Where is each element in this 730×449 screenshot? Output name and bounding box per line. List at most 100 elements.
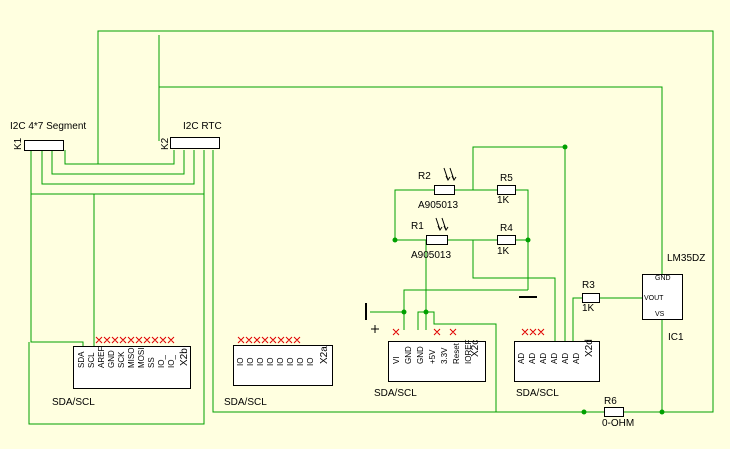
junction-dot xyxy=(401,309,407,315)
resistor-r5[interactable] xyxy=(497,185,516,195)
junction-dot xyxy=(525,237,531,243)
resistor-r6[interactable] xyxy=(604,407,624,417)
x2a-pin-label: IO xyxy=(296,357,305,366)
r6-value: 0-OHM xyxy=(602,418,635,429)
x2d-ref: X2d xyxy=(584,339,595,357)
wire-5v xyxy=(417,311,497,412)
x2a-pin-label: IO xyxy=(256,357,265,366)
r5-value: 1K xyxy=(497,195,510,206)
x2b-pin-label: SDA xyxy=(77,351,86,368)
x2b-pin-label: GND xyxy=(107,350,116,368)
x2c-pin-label: GND xyxy=(416,346,425,364)
wire-k2-top xyxy=(158,35,663,276)
r6-ref: R6 xyxy=(604,396,617,407)
wire-seg-to-rtc xyxy=(64,150,175,165)
wire-seg-c xyxy=(30,150,205,195)
r2-value: A905013 xyxy=(418,200,459,211)
x2a-pin-label: IO xyxy=(276,357,285,366)
x2b-body[interactable] xyxy=(73,346,191,389)
light-arrow-icon xyxy=(435,217,449,231)
wire-left-bottom xyxy=(28,150,205,425)
r3-ref: R3 xyxy=(582,280,595,291)
wire-top-loop xyxy=(97,30,714,413)
x2b-pin-label: SS xyxy=(147,357,156,368)
wire-r3 xyxy=(572,297,582,346)
nc-mark xyxy=(521,328,545,336)
seg-header[interactable] xyxy=(24,140,64,151)
seg-ref: K1 xyxy=(13,137,24,150)
x2c-caption: SDA/SCL xyxy=(374,388,417,399)
x2a-caption: SDA/SCL xyxy=(224,397,267,408)
x2b-pin-label: IO_ xyxy=(157,355,166,368)
ldr-arrows xyxy=(435,167,457,231)
x2a-pin-label: IO xyxy=(246,357,255,366)
x2d-pin-label: AD xyxy=(561,352,570,364)
r4-ref: R4 xyxy=(500,223,513,234)
x2b-pin-label: IO_ xyxy=(167,355,176,368)
x2a-pin-label: IO xyxy=(286,357,295,366)
rtc-header[interactable] xyxy=(170,137,220,149)
resistor-r3[interactable] xyxy=(582,293,600,303)
x2a-pin-label: IO xyxy=(306,357,315,366)
nc-mark xyxy=(237,336,301,344)
x2b-pin-label: MOSI xyxy=(137,347,146,368)
nc-mark xyxy=(95,336,175,344)
r4-value: 1K xyxy=(497,246,510,257)
x2d-pin-label: AD xyxy=(528,352,537,364)
ic1-body[interactable] xyxy=(642,274,683,320)
seg-title: I2C 4*7 Segment xyxy=(10,121,87,132)
x2d-body[interactable] xyxy=(514,341,600,382)
x2c-pin-label: GND xyxy=(404,346,413,364)
x2d-caption: SDA/SCL xyxy=(516,388,559,399)
ic1-pin-vs: VS xyxy=(655,311,665,318)
x2b-pin-label: MISO xyxy=(127,347,136,368)
x2a-ref: X2a xyxy=(319,346,330,364)
wire-r4-out xyxy=(516,239,529,290)
r1-ref: R1 xyxy=(411,221,424,232)
junction-dot xyxy=(659,409,665,415)
resistor-r2[interactable] xyxy=(434,185,455,195)
nc-mark xyxy=(392,328,457,336)
ic1-pin-gnd: GND xyxy=(655,275,671,282)
wires xyxy=(28,30,714,425)
wire-r4-down xyxy=(472,240,556,346)
x2c-pin-label: 3.3V xyxy=(440,347,449,364)
resistor-r1[interactable] xyxy=(426,235,448,245)
x2c-pin-label: VI xyxy=(392,356,401,364)
light-arrow-icon xyxy=(443,167,457,181)
wire-left-return xyxy=(30,194,84,346)
crosshair-icon xyxy=(371,325,379,333)
resistor-r4[interactable] xyxy=(497,235,516,245)
ground-symbols xyxy=(365,296,537,320)
wire-seg-b xyxy=(41,150,195,185)
x2a-pin-label: IO xyxy=(266,357,275,366)
x2d-pin-label: AD xyxy=(539,352,548,364)
x2d-pin-label: AD xyxy=(517,352,526,364)
r5-ref: R5 xyxy=(500,173,513,184)
junction-dot xyxy=(562,144,568,150)
x2d-pin-label: AD xyxy=(550,352,559,364)
junction-dot xyxy=(581,409,587,415)
r1-value: A905013 xyxy=(411,250,452,261)
x2a-body[interactable] xyxy=(233,345,333,386)
wire-rtc-bottom xyxy=(212,150,624,413)
x2b-pin-label: SCL xyxy=(87,352,96,368)
junction-dot xyxy=(423,309,429,315)
rtc-ref: K2 xyxy=(160,137,171,150)
nc-marks xyxy=(95,328,545,344)
x2b-pin-label: SCK xyxy=(117,351,126,368)
junctions xyxy=(392,144,665,415)
x2d-pin-label: AD xyxy=(572,352,581,364)
wire-r5-out xyxy=(516,189,529,240)
wire-r5-top xyxy=(472,146,566,346)
ic1-value: LM35DZ xyxy=(667,253,706,264)
x2a-pin-label: IO xyxy=(236,357,245,366)
r3-value: 1K xyxy=(582,303,595,314)
x2b-pin-label: AREF xyxy=(97,346,106,368)
junction-dot xyxy=(392,237,398,243)
wire-gnd-h xyxy=(370,289,528,313)
wire-r2-left xyxy=(394,189,434,241)
x2c-body[interactable] xyxy=(388,341,486,382)
rtc-title: I2C RTC xyxy=(183,121,222,132)
